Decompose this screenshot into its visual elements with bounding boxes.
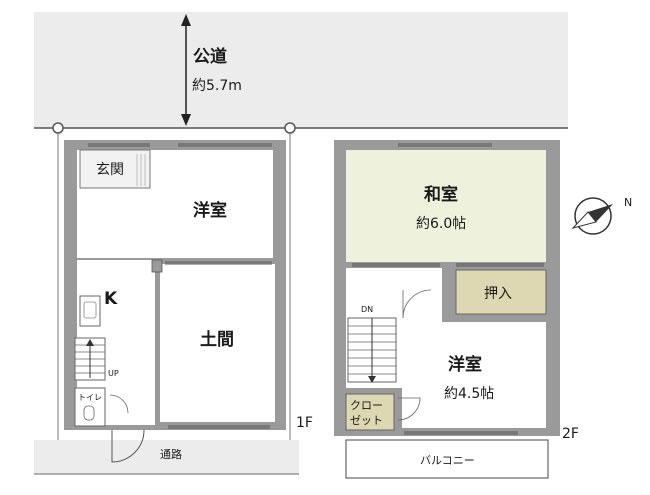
floor2-western-room-label: 洋室 [448, 354, 482, 375]
corner-marker-right [284, 122, 296, 134]
toilet-door-swing [109, 394, 129, 414]
hall-door-swing [402, 289, 432, 319]
corner-marker-left [52, 122, 64, 134]
compass-needle [588, 204, 613, 222]
floor-2: 和室 約6.0帖 DN 押入 洋室 約4.5帖 クロー ゼット [334, 140, 579, 479]
stair-down-label: DN [361, 305, 373, 314]
japanese-room-size: 約6.0帖 [416, 216, 466, 232]
passage-label: 通路 [160, 448, 182, 461]
toilet-label: トイレ [78, 393, 102, 402]
stair-up-label: UP [108, 369, 119, 378]
kitchen-label: K [104, 289, 118, 309]
closet-label-line1: クロー [350, 399, 383, 412]
room-door-swing [397, 397, 421, 421]
floor1-windows [88, 143, 272, 429]
front-door-swing [111, 429, 145, 463]
entrance-area [79, 149, 151, 189]
floor2-level-label: 2F [562, 426, 579, 442]
passage-area [34, 440, 299, 474]
floor1-level-label: 1F [296, 415, 313, 431]
floor2-stairs [347, 317, 397, 383]
doma-area [160, 264, 275, 422]
balcony-label: バルコニー [420, 454, 475, 467]
doma-label: 土間 [200, 329, 234, 350]
closet [345, 393, 395, 431]
closet-label-line2: ゼット [350, 414, 383, 427]
japanese-room [346, 150, 546, 262]
floor1-stairs [74, 337, 106, 381]
floor2-windows [352, 143, 544, 435]
compass-north-label: N [624, 196, 632, 209]
floor2-western-room [402, 322, 546, 428]
japanese-room-label: 和室 [424, 184, 458, 205]
arrow-head-top [181, 14, 191, 26]
floor-1: 玄関 洋室 K UP トイレ 土間 [64, 140, 313, 463]
balcony [345, 439, 549, 479]
compass-needle-tail [571, 211, 597, 229]
doma-column [151, 259, 163, 273]
road-width-label: 約5.7m [192, 78, 242, 94]
floor1-western-room-label: 洋室 [193, 200, 227, 221]
oshiire [455, 269, 547, 315]
floor2-western-room-size: 約4.5帖 [444, 386, 494, 402]
arrow-head-bottom [181, 114, 191, 126]
public-road [34, 12, 568, 128]
road-label: 公道 [193, 46, 227, 67]
entrance-label: 玄関 [96, 161, 124, 178]
oshiire-label: 押入 [484, 286, 512, 302]
kitchen-sink-basin [83, 301, 97, 319]
toilet-icon [83, 405, 95, 421]
compass: N [571, 196, 632, 235]
